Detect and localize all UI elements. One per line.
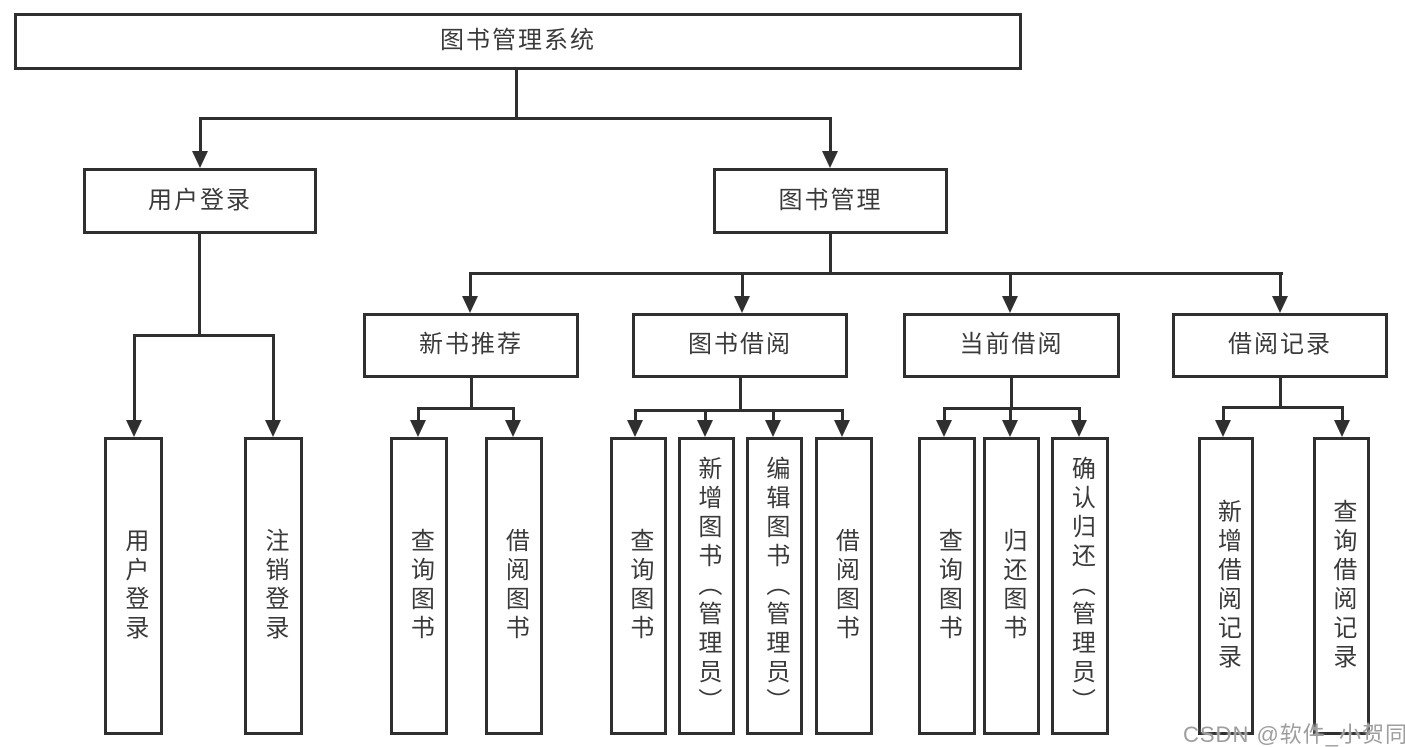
arrowhead-down-icon bbox=[1272, 296, 1288, 313]
arrowhead-down-icon bbox=[765, 420, 781, 437]
arrowhead-down-icon bbox=[505, 420, 521, 437]
leaf-query-borrow-record: 查询借阅记录 bbox=[1313, 437, 1370, 735]
connector-leaf bbox=[841, 409, 844, 423]
leaf-recommend-query-book: 查询图书 bbox=[390, 437, 448, 735]
node-root: 图书管理系统 bbox=[14, 13, 1022, 70]
connector-leaf bbox=[943, 407, 946, 423]
leaf-edit-book-admin: 编辑图书（管理员） bbox=[746, 437, 803, 735]
csdn-watermark: CSDN @软件_小贺同学 bbox=[1183, 722, 1405, 747]
connector-rail-level3 bbox=[469, 272, 1283, 275]
arrowhead-down-icon bbox=[697, 420, 713, 437]
node-book-borrow: 图书借阅 bbox=[632, 313, 848, 378]
connector-to-leaf-login bbox=[133, 334, 136, 423]
leaf-logout-label: 注销登录 bbox=[260, 528, 288, 644]
connector-leaf bbox=[1009, 407, 1012, 423]
leaf-logout: 注销登录 bbox=[244, 437, 303, 735]
connector-current-borrow-drop bbox=[1010, 378, 1013, 410]
leaf-borrow-query-book-label: 查询图书 bbox=[625, 528, 653, 644]
leaf-add-book-admin: 新增图书（管理员） bbox=[678, 437, 735, 735]
connector-new-book-drop bbox=[470, 378, 473, 410]
arrowhead-down-icon bbox=[834, 420, 850, 437]
node-root-label: 图书管理系统 bbox=[440, 27, 596, 55]
arrowhead-down-icon bbox=[265, 420, 281, 437]
connector-user-login-drop bbox=[198, 234, 201, 337]
connector-root-drop bbox=[515, 70, 518, 118]
connector-leaf bbox=[1341, 406, 1344, 423]
node-user-login: 用户登录 bbox=[83, 168, 317, 234]
leaf-recommend-borrow-book: 借阅图书 bbox=[485, 437, 543, 735]
node-new-book-recommend-label: 新书推荐 bbox=[419, 331, 523, 359]
leaf-return-book-label: 归还图书 bbox=[998, 528, 1026, 644]
arrowhead-down-icon bbox=[410, 420, 426, 437]
connector-leaf bbox=[417, 407, 420, 423]
node-new-book-recommend: 新书推荐 bbox=[363, 313, 579, 378]
arrowhead-down-icon bbox=[1071, 420, 1087, 437]
leaf-current-query-book: 查询图书 bbox=[918, 437, 976, 735]
node-user-login-label: 用户登录 bbox=[148, 186, 252, 214]
leaf-add-borrow-record: 新增借阅记录 bbox=[1198, 437, 1254, 735]
leaf-query-borrow-record-label: 查询借阅记录 bbox=[1328, 499, 1356, 673]
leaf-borrow-query-book: 查询图书 bbox=[610, 437, 667, 735]
connector-to-new-book bbox=[469, 272, 472, 299]
connector-rail-current-borrow bbox=[943, 407, 1081, 410]
connector-rail-borrow-records bbox=[1222, 406, 1344, 409]
connector-rail-book-borrow bbox=[634, 409, 844, 412]
node-book-management-label: 图书管理 bbox=[778, 186, 883, 214]
node-current-borrow-label: 当前借阅 bbox=[959, 331, 1064, 359]
leaf-current-query-book-label: 查询图书 bbox=[934, 528, 962, 644]
arrowhead-down-icon bbox=[734, 296, 750, 313]
arrowhead-down-icon bbox=[1002, 296, 1018, 313]
arrowhead-down-icon bbox=[1215, 420, 1231, 437]
arrowhead-down-icon bbox=[1002, 420, 1018, 437]
connector-rail-new-book bbox=[417, 407, 515, 410]
leaf-edit-book-admin-label: 编辑图书（管理员） bbox=[761, 455, 789, 717]
connector-leaf bbox=[1222, 406, 1225, 423]
connector-to-book-borrow bbox=[741, 272, 744, 299]
leaf-user-login-label: 用户登录 bbox=[120, 528, 148, 644]
arrowhead-down-icon bbox=[462, 296, 478, 313]
connector-to-book-management bbox=[829, 117, 832, 154]
leaf-return-book: 归还图书 bbox=[983, 437, 1040, 735]
connector-leaf bbox=[634, 409, 637, 423]
connector-book-management-drop bbox=[829, 234, 832, 275]
leaf-add-borrow-record-label: 新增借阅记录 bbox=[1213, 499, 1241, 673]
leaf-confirm-return-admin: 确认归还（管理员） bbox=[1051, 437, 1109, 735]
connector-to-leaf-logout bbox=[272, 334, 275, 423]
arrowhead-down-icon bbox=[1334, 420, 1350, 437]
connector-to-current-borrow bbox=[1009, 272, 1012, 299]
connector-leaf bbox=[772, 409, 775, 423]
connector-rail-level2 bbox=[199, 117, 832, 120]
connector-rail-user-login bbox=[133, 334, 275, 337]
leaf-recommend-query-book-label: 查询图书 bbox=[406, 528, 434, 644]
connector-leaf bbox=[704, 409, 707, 423]
node-current-borrow: 当前借阅 bbox=[903, 313, 1120, 378]
leaf-recommend-borrow-book-label: 借阅图书 bbox=[501, 528, 529, 644]
arrowhead-down-icon bbox=[936, 420, 952, 437]
node-borrow-records-label: 借阅记录 bbox=[1228, 331, 1332, 359]
arrowhead-down-icon bbox=[192, 151, 208, 168]
node-book-borrow-label: 图书借阅 bbox=[688, 331, 792, 359]
connector-to-borrow-records bbox=[1279, 272, 1282, 299]
node-book-management: 图书管理 bbox=[713, 168, 948, 234]
connector-leaf bbox=[512, 407, 515, 423]
leaf-add-book-admin-label: 新增图书（管理员） bbox=[693, 455, 721, 717]
node-borrow-records: 借阅记录 bbox=[1172, 313, 1388, 378]
arrowhead-down-icon bbox=[126, 420, 142, 437]
leaf-borrow-book-label: 借阅图书 bbox=[831, 528, 859, 644]
connector-to-user-login bbox=[199, 117, 202, 154]
arrowhead-down-icon bbox=[822, 151, 838, 168]
connector-book-borrow-drop bbox=[739, 378, 742, 412]
connector-leaf bbox=[1078, 407, 1081, 423]
arrowhead-down-icon bbox=[627, 420, 643, 437]
leaf-user-login: 用户登录 bbox=[104, 437, 163, 735]
leaf-borrow-book: 借阅图书 bbox=[815, 437, 873, 735]
connector-borrow-records-drop bbox=[1279, 378, 1282, 409]
leaf-confirm-return-admin-label: 确认归还（管理员） bbox=[1067, 455, 1095, 717]
